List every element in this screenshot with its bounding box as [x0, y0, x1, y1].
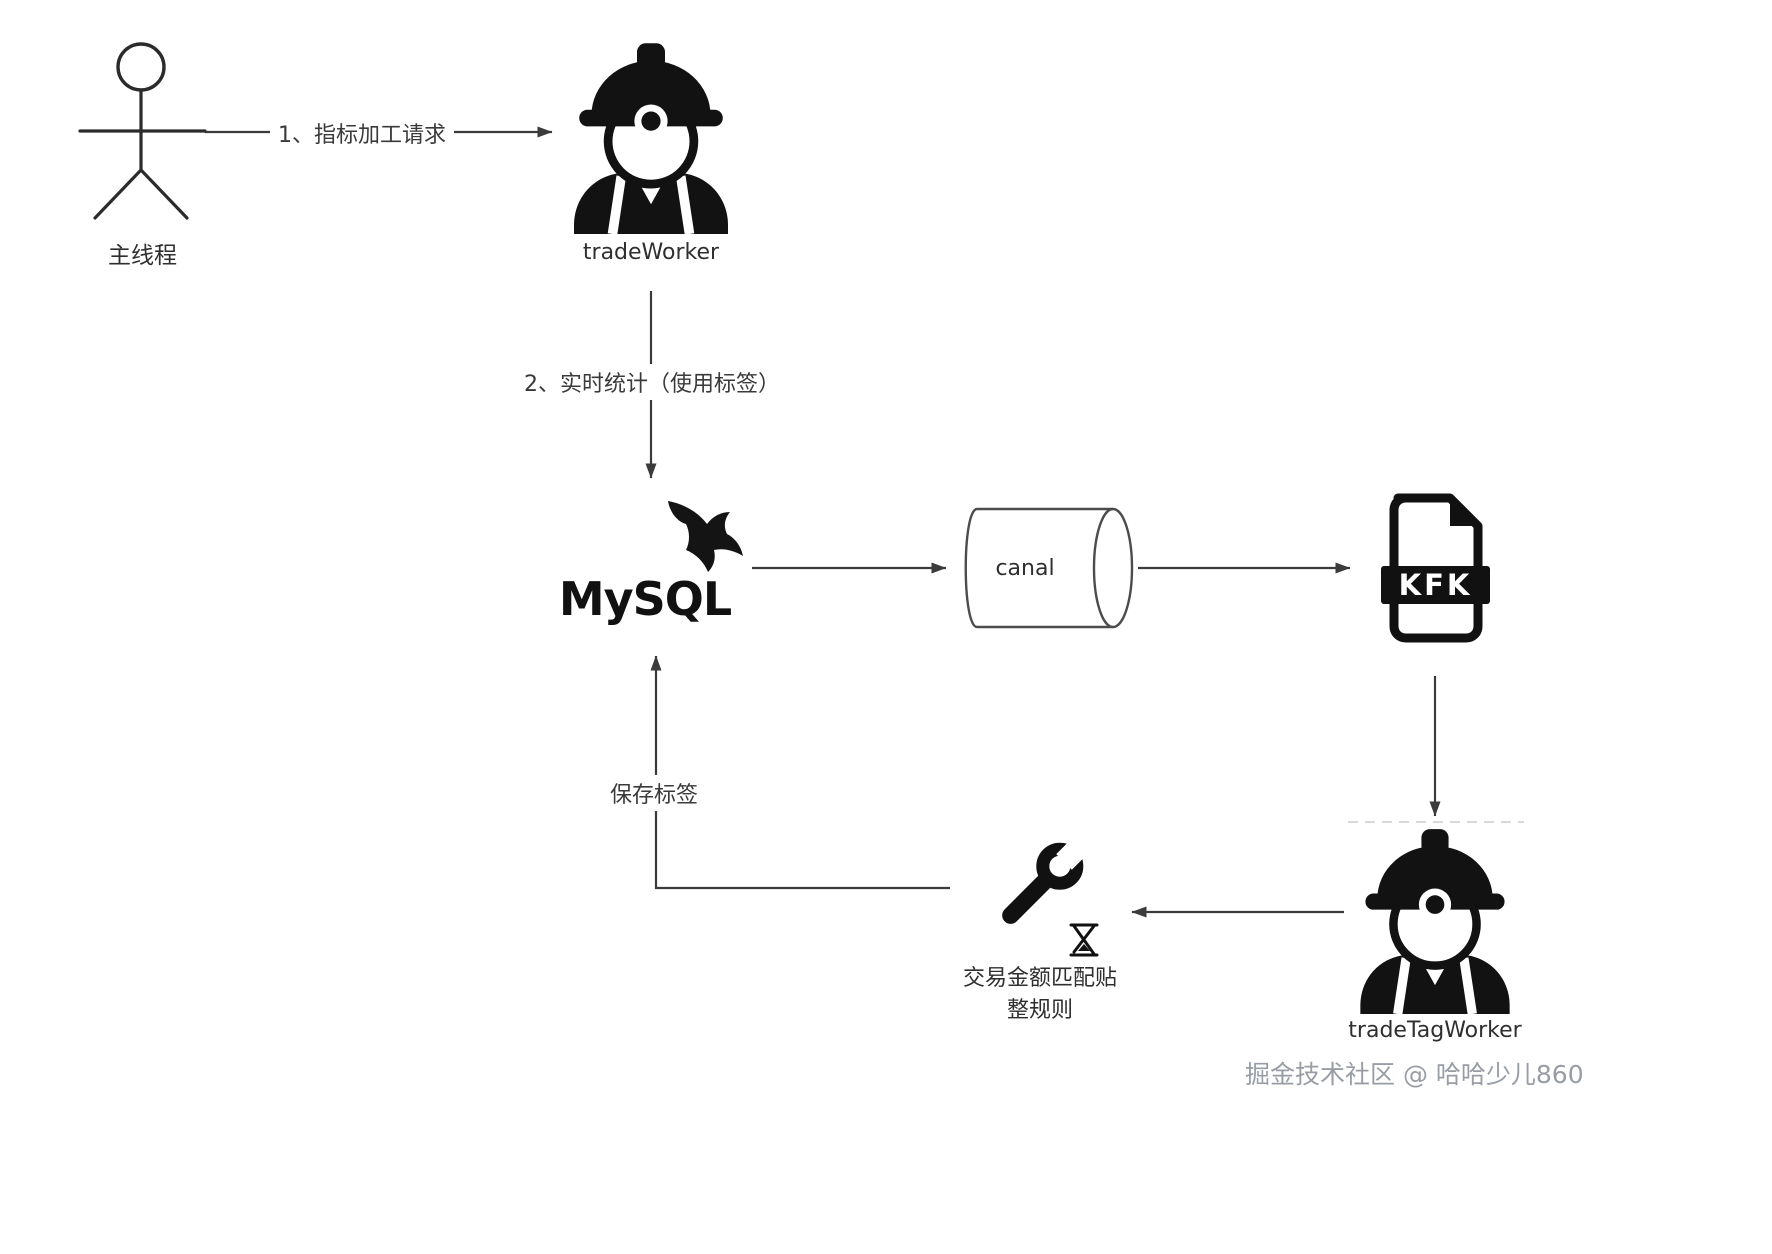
arrow-save-tag — [650, 655, 950, 890]
watermark: 掘金技术社区 @ 哈哈少儿860 — [1245, 1060, 1584, 1089]
hourglass-icon — [1069, 923, 1099, 957]
actor-label: 主线程 — [108, 243, 177, 269]
mysql-wordmark: MySQL — [558, 572, 732, 626]
canal-label: canal — [995, 556, 1055, 581]
kfk-file-icon — [1381, 493, 1490, 643]
canal-cylinder-icon — [964, 507, 1134, 629]
trade-tag-worker-icon — [1360, 829, 1510, 1014]
rule-label-line1: 交易金额匹配贴 — [962, 966, 1117, 991]
step1-flow-label: 1、指标加工请求 — [270, 115, 454, 151]
rule-label-line2: 整规则 — [1006, 998, 1073, 1023]
kfk-label: KFK — [1398, 568, 1473, 602]
trade-worker-icon — [574, 43, 728, 234]
trade-tag-worker-label: tradeTagWorker — [1348, 1018, 1522, 1043]
trade-worker-label: tradeWorker — [582, 240, 720, 265]
mysql-dolphin-icon — [668, 501, 743, 572]
actor-stick-figure-icon — [78, 42, 207, 220]
step2-flow-label: 2、实时统计（使用标签） — [516, 364, 788, 400]
save-tag-flow-label: 保存标签 — [602, 775, 707, 811]
rule-wrench-icon — [1002, 831, 1099, 957]
